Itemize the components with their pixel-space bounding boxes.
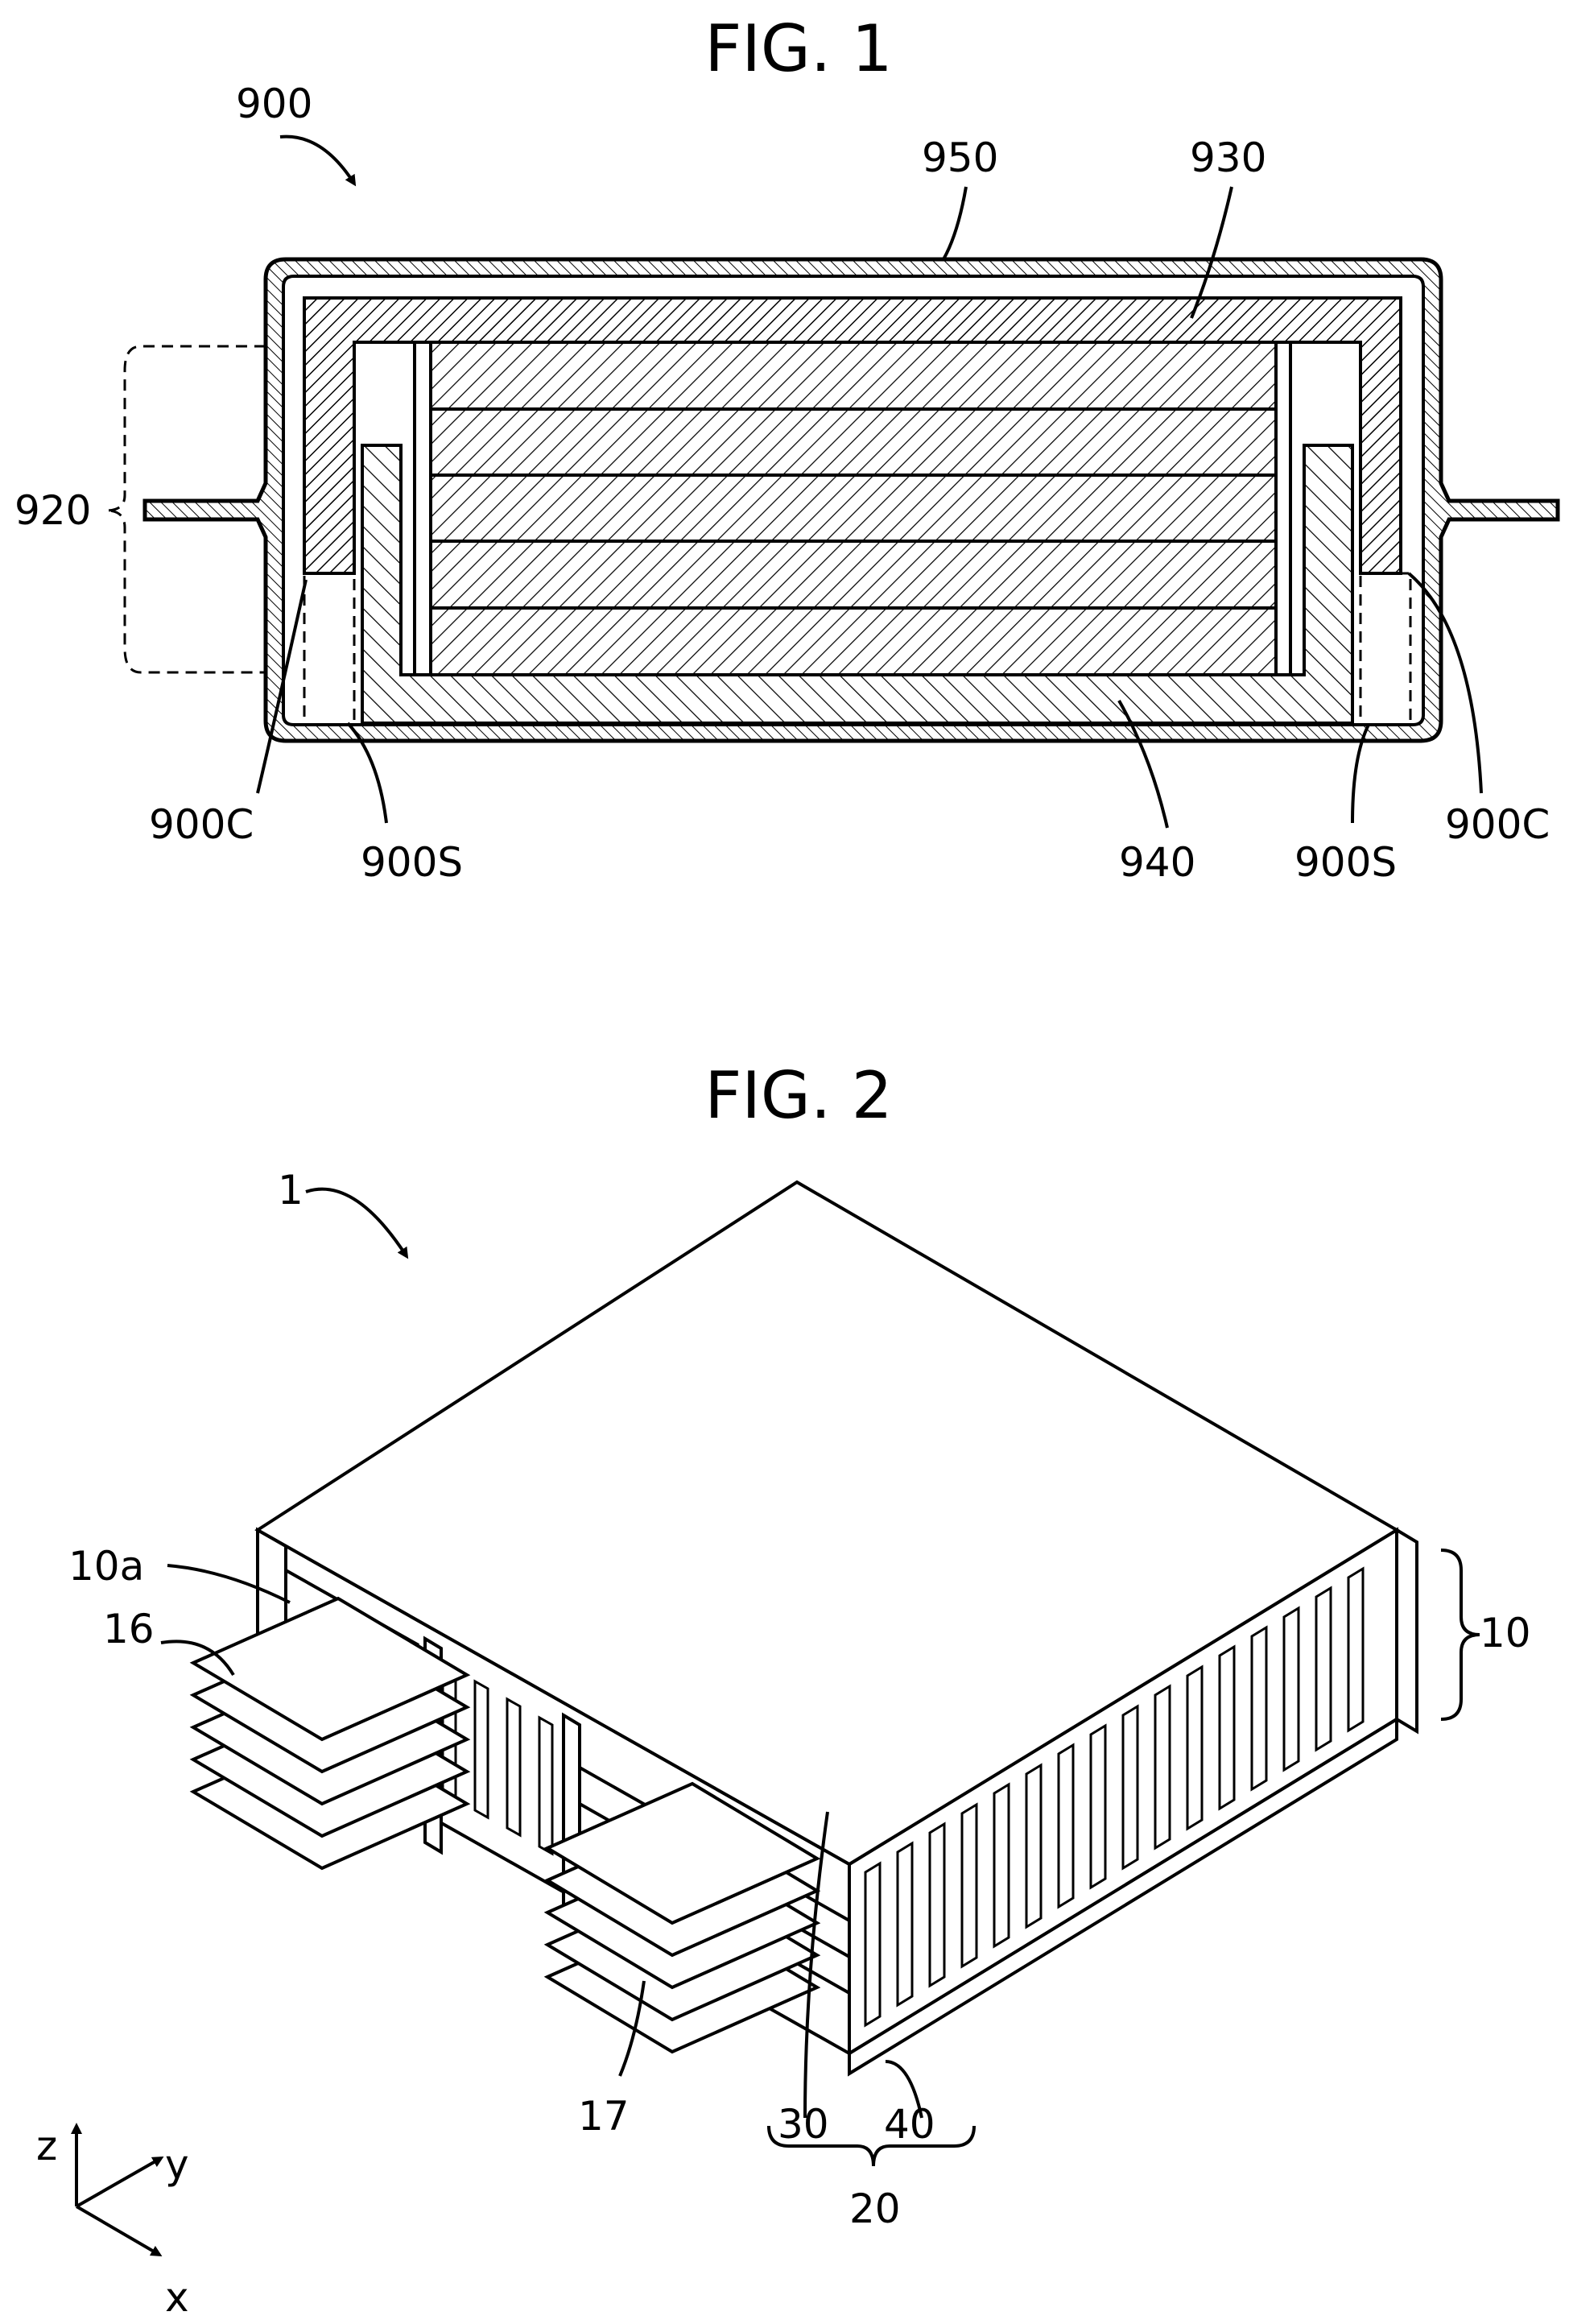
figure-1: FIG. 1 [14,11,1558,886]
label-950: 950 [922,134,998,181]
label-900c-left: 900C [149,801,254,848]
label-900s-left: 900S [361,839,463,886]
fig2-title: FIG. 2 [704,1058,892,1133]
fig1-title: FIG. 1 [704,11,892,86]
label-16: 16 [103,1606,155,1652]
bracket-10 [1441,1550,1480,1719]
label-20: 20 [849,2185,901,2232]
label-900s-right: 900S [1294,839,1397,886]
figure-2: FIG. 2 [36,1058,1531,2321]
leader-1 [306,1189,407,1256]
label-920: 920 [14,487,91,534]
label-40: 40 [884,2101,935,2148]
battery-body [258,1182,1417,2074]
label-940: 940 [1119,839,1195,886]
label-10a: 10a [68,1543,144,1590]
label-900: 900 [236,81,312,127]
leader-900 [280,137,354,184]
label-1: 1 [278,1167,303,1214]
label-17: 17 [578,2093,630,2140]
label-10: 10 [1480,1610,1531,1656]
central-stack [415,342,1290,675]
leader-950 [943,187,966,259]
axis-label-z: z [36,2123,57,2169]
label-900c-right: 900C [1445,801,1550,848]
coordinate-axes: z y x [36,2123,189,2321]
axis-label-x: x [165,2274,189,2321]
label-930: 930 [1190,134,1266,181]
label-30-visible: 30 [778,2101,829,2148]
axis-label-y: y [165,2141,189,2188]
